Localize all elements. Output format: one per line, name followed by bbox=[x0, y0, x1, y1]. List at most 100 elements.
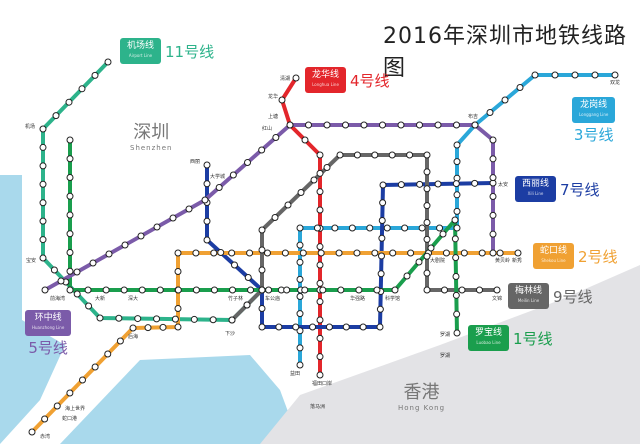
station-marker[interactable] bbox=[453, 224, 461, 232]
station-marker[interactable] bbox=[478, 249, 486, 257]
station-marker[interactable] bbox=[203, 180, 211, 188]
station-marker[interactable] bbox=[316, 261, 324, 269]
station-marker[interactable] bbox=[66, 211, 74, 219]
station-marker[interactable] bbox=[486, 109, 494, 116]
station-marker[interactable] bbox=[319, 286, 327, 294]
station-marker[interactable] bbox=[423, 269, 431, 277]
station-marker[interactable] bbox=[383, 224, 391, 232]
station-marker[interactable] bbox=[258, 266, 266, 274]
station-marker[interactable] bbox=[305, 121, 312, 129]
station-marker[interactable] bbox=[458, 286, 466, 294]
station-marker[interactable] bbox=[403, 272, 411, 280]
station-marker[interactable] bbox=[292, 323, 300, 331]
station-marker[interactable] bbox=[297, 189, 305, 196]
station-marker[interactable] bbox=[73, 268, 81, 276]
station-marker[interactable] bbox=[244, 159, 251, 166]
station-marker[interactable] bbox=[215, 184, 223, 191]
station-marker[interactable] bbox=[258, 146, 266, 154]
station-marker[interactable] bbox=[258, 286, 266, 294]
station-marker[interactable] bbox=[489, 211, 497, 219]
station-marker[interactable] bbox=[73, 290, 81, 298]
station-marker[interactable] bbox=[501, 96, 509, 104]
station-marker[interactable] bbox=[53, 402, 61, 410]
station-marker[interactable] bbox=[379, 121, 386, 129]
station-marker[interactable] bbox=[299, 249, 307, 257]
station-marker[interactable] bbox=[66, 249, 74, 256]
station-marker[interactable] bbox=[416, 121, 423, 129]
station-marker[interactable] bbox=[489, 230, 497, 238]
station-marker[interactable] bbox=[271, 214, 279, 221]
station-marker[interactable] bbox=[159, 323, 167, 331]
station-marker[interactable] bbox=[66, 286, 74, 294]
station-marker[interactable] bbox=[39, 125, 47, 133]
station-marker[interactable] bbox=[265, 286, 273, 294]
station-marker[interactable] bbox=[115, 314, 123, 322]
station-marker[interactable] bbox=[323, 164, 331, 171]
station-marker[interactable] bbox=[416, 180, 424, 188]
station-marker[interactable] bbox=[121, 241, 129, 249]
station-marker[interactable] bbox=[228, 316, 236, 324]
station-marker[interactable] bbox=[104, 58, 112, 66]
station-marker[interactable] bbox=[355, 286, 363, 294]
station-marker[interactable] bbox=[203, 236, 211, 244]
station-marker[interactable] bbox=[434, 121, 442, 129]
station-marker[interactable] bbox=[336, 151, 344, 159]
station-marker[interactable] bbox=[85, 302, 93, 310]
station-marker[interactable] bbox=[156, 286, 164, 294]
station-marker[interactable] bbox=[65, 98, 73, 106]
station-marker[interactable] bbox=[353, 249, 361, 257]
station-marker[interactable] bbox=[185, 205, 193, 213]
station-marker[interactable] bbox=[210, 286, 218, 294]
station-marker[interactable] bbox=[104, 350, 112, 358]
station-marker[interactable] bbox=[174, 323, 182, 331]
station-marker[interactable] bbox=[52, 112, 60, 120]
station-marker[interactable] bbox=[244, 274, 252, 281]
station-marker[interactable] bbox=[41, 286, 49, 294]
station-marker[interactable] bbox=[174, 305, 182, 312]
station-marker[interactable] bbox=[451, 235, 459, 243]
station-marker[interactable] bbox=[442, 249, 450, 257]
station-marker[interactable] bbox=[129, 324, 137, 332]
station-marker[interactable] bbox=[476, 286, 483, 294]
station-marker[interactable] bbox=[231, 261, 238, 269]
station-marker[interactable] bbox=[91, 71, 99, 79]
station-marker[interactable] bbox=[453, 207, 461, 215]
station-marker[interactable] bbox=[453, 141, 461, 149]
station-marker[interactable] bbox=[190, 315, 198, 323]
station-marker[interactable] bbox=[388, 151, 396, 159]
station-marker[interactable] bbox=[342, 323, 350, 331]
station-marker[interactable] bbox=[66, 136, 74, 144]
station-marker[interactable] bbox=[134, 315, 142, 323]
station-marker[interactable] bbox=[453, 310, 461, 318]
station-marker[interactable] bbox=[452, 254, 460, 262]
station-marker[interactable] bbox=[39, 199, 47, 207]
station-marker[interactable] bbox=[296, 310, 304, 318]
station-marker[interactable] bbox=[102, 286, 110, 294]
station-marker[interactable] bbox=[39, 217, 47, 225]
station-marker[interactable] bbox=[453, 121, 460, 129]
station-marker[interactable] bbox=[391, 286, 399, 294]
station-marker[interactable] bbox=[439, 230, 447, 238]
station-marker[interactable] bbox=[453, 329, 461, 337]
station-marker[interactable] bbox=[105, 250, 113, 258]
station-marker[interactable] bbox=[325, 323, 333, 331]
station-marker[interactable] bbox=[496, 249, 504, 257]
station-marker[interactable] bbox=[359, 323, 367, 331]
station-marker[interactable] bbox=[309, 323, 317, 331]
station-marker[interactable] bbox=[316, 316, 324, 324]
station-marker[interactable] bbox=[137, 232, 145, 240]
station-marker[interactable] bbox=[229, 171, 237, 179]
station-marker[interactable] bbox=[451, 216, 459, 224]
station-marker[interactable] bbox=[296, 327, 304, 335]
station-marker[interactable] bbox=[292, 74, 300, 82]
station-marker[interactable] bbox=[376, 305, 384, 313]
station-marker[interactable] bbox=[471, 121, 479, 129]
station-marker[interactable] bbox=[296, 241, 304, 249]
station-marker[interactable] bbox=[203, 161, 211, 169]
station-marker[interactable] bbox=[310, 176, 318, 184]
station-marker[interactable] bbox=[243, 301, 251, 309]
station-marker[interactable] bbox=[489, 174, 497, 182]
station-marker[interactable] bbox=[514, 249, 522, 257]
station-marker[interactable] bbox=[78, 85, 86, 93]
station-marker[interactable] bbox=[360, 121, 368, 129]
